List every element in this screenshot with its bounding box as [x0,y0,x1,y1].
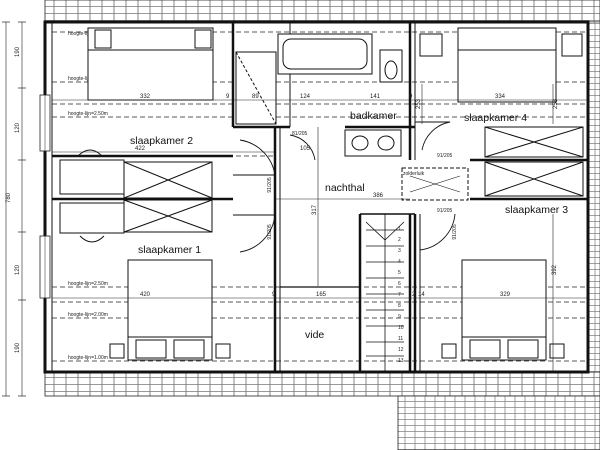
bed-slaapkamer-4 [419,27,583,103]
door-labels: 81/205 91/205 91/205 91/205 91/205 91/20… [267,131,458,240]
room-label-badkamer: badkamer [350,110,397,122]
roof-tiles-bottom [44,371,600,397]
desk [59,159,125,195]
room-label-nachthal: nachthal [325,182,365,194]
door-arc [289,134,316,161]
door-label: 81/205 [292,131,308,137]
door-label: 91/205 [437,153,453,159]
outer-wall [43,20,590,374]
door-label: 91/205 [437,208,453,214]
room-labels: slaapkamer 2 slaapkamer 1 slaapkamer 3 s… [130,110,568,341]
dim-9b: 9 [409,94,413,100]
dim-141: 141 [370,94,381,100]
dimension-lines [52,84,588,372]
stair-step-number: 12 [398,347,404,353]
dim-317: 317 [312,204,318,215]
dim-14: 14 [418,292,425,298]
stair-step-number: 4 [398,259,401,265]
chair [77,149,103,157]
wardrobe [484,161,584,197]
attic-hatch-label: zolderluik [403,171,425,177]
door-label: 91/205 [452,224,458,240]
attic-hatch: zolderluik [401,167,469,201]
left-dimension-chain: 780 190 120 120 190 [2,21,26,397]
shower [235,51,277,125]
chair [79,235,105,243]
dim-253b: 253 [553,98,559,109]
stair-step-number: 11 [398,336,403,342]
wardrobe [484,126,584,158]
door-arc [419,213,456,251]
door-label: 91/205 [267,224,273,240]
dim-2: 2 [412,292,416,298]
skylight-left-top [39,94,51,152]
room-label-slaapkamer-2: slaapkamer 2 [130,135,193,147]
dim-253a: 253 [416,98,422,109]
desks [59,149,125,243]
dimension-texts: 332 9 89 124 141 9 334 253 253 422 105 3… [135,94,559,298]
dim-334: 334 [495,94,506,100]
dormer-roof [397,395,600,450]
roof-tiles-top [44,0,600,23]
dim-9a: 9 [226,94,230,100]
dim-left-d: 190 [15,342,21,353]
stair-step-number: 5 [398,270,401,276]
height-label: hoogte-lijn=1.00m [68,355,108,361]
skylight-left-bottom [39,235,51,299]
bed-slaapkamer-3 [441,259,565,361]
dim-left-c: 120 [15,264,21,275]
beds [87,27,583,361]
door-arc [233,139,276,176]
stair-step-number: 1 [398,226,401,232]
dim-left-total: 780 [6,192,12,203]
dim-left-b: 120 [15,122,21,133]
stair-step-number: 3 [398,248,401,254]
staircase [365,214,405,372]
height-label: hoogte-lijn=2.00m [68,312,108,318]
height-label: hoogte-lijn=2.50m [68,281,108,287]
room-label-slaapkamer-3: slaapkamer 3 [505,204,568,216]
stair-step-number: 9 [398,314,401,320]
stair-step-number: 6 [398,281,401,287]
doors [233,121,456,253]
door-arc [233,214,276,253]
dim-386: 386 [373,193,384,199]
wardrobe [123,199,213,233]
stair-step-number: 7 [398,292,401,298]
roof-edge-right [587,21,600,373]
door-arc [415,121,451,151]
stair-step-number: 10 [398,325,404,331]
dim-422: 422 [135,146,146,152]
stair-step-number: 13 [398,358,404,364]
dim-9c: 9 [272,292,276,298]
interior-walls [52,22,588,372]
stair-step-number: 2 [398,237,401,243]
dim-89: 89 [252,94,259,100]
room-label-slaapkamer-4: slaapkamer 4 [464,112,527,124]
room-label-vide: vide [305,329,324,341]
stair-step-number: 8 [398,303,401,309]
wardrobe [123,161,213,199]
dim-124: 124 [300,94,311,100]
desk [59,202,125,234]
dim-332: 332 [140,94,151,100]
bed-slaapkamer-1 [109,259,231,361]
door-label: 91/205 [267,177,273,193]
dim-165: 165 [316,292,327,298]
dim-392: 392 [552,264,558,275]
bed-slaapkamer-2 [87,27,214,101]
room-label-slaapkamer-1: slaapkamer 1 [138,244,201,256]
wardrobes [123,126,584,233]
bathroom-fixtures [235,33,403,157]
dim-420: 420 [140,292,151,298]
dim-329: 329 [500,292,511,298]
dim-105: 105 [300,146,311,152]
height-label: hoogte-lijn=2.50m [68,111,108,117]
dim-left-a: 190 [15,46,21,57]
